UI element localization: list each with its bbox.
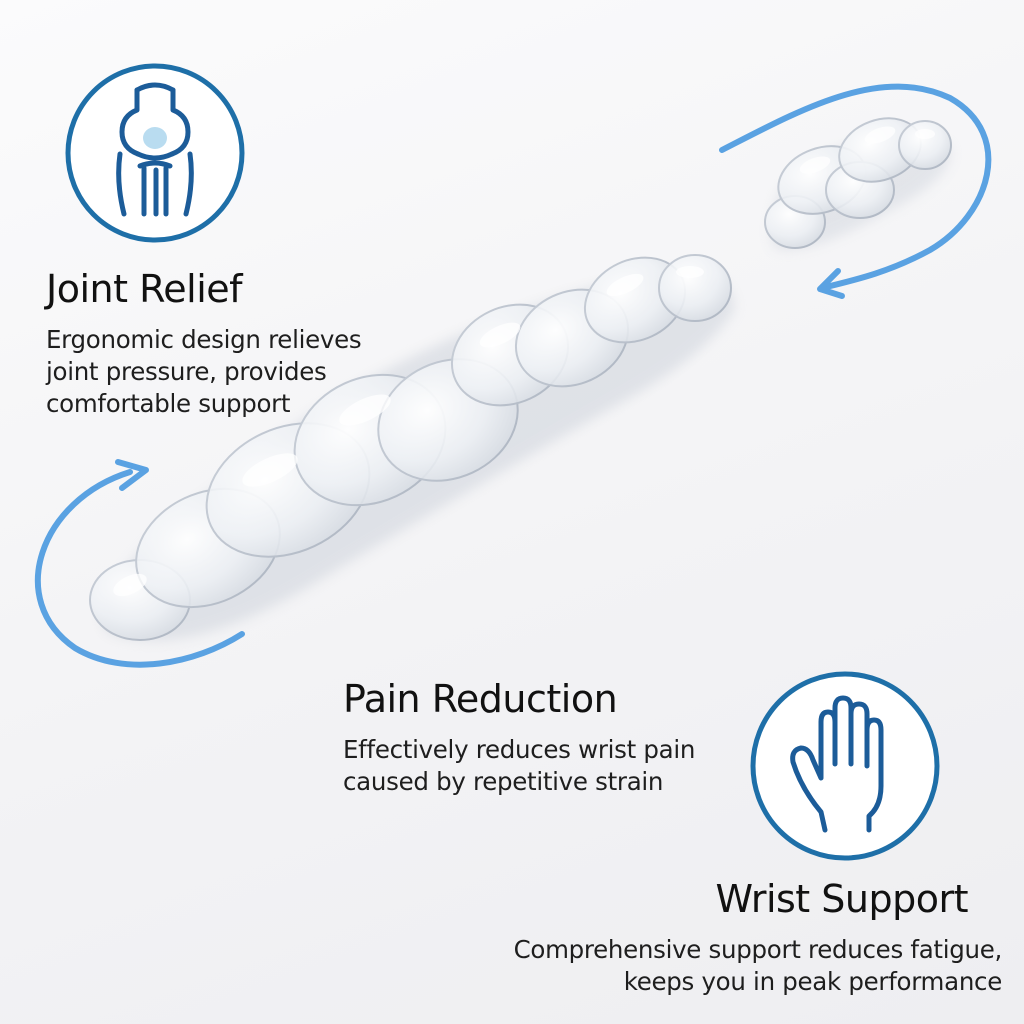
rotation-arrow-right [719,83,992,299]
feature-title: Wrist Support [715,877,968,921]
feature-joint-relief: Joint Relief Ergonomic design relieves j… [46,267,362,421]
feature-pain-reduction: Pain Reduction Effectively reduces wrist… [343,677,695,799]
description-line: comfortable support [46,389,291,419]
feature-description: Comprehensive support reduces fatigue, k… [513,934,1003,999]
knee-joint-icon [65,63,245,243]
rotation-arrow-left [34,459,245,668]
feature-title: Pain Reduction [343,677,618,721]
description-line: Effectively reduces wrist pain [343,734,696,764]
description-line: keeps you in peak performance [623,967,1003,997]
small-gel-pad [764,117,952,250]
description-line: Ergonomic design relieves [46,324,362,354]
hand-icon [750,671,940,861]
description-line: Comprehensive support reduces fatigue, [513,934,1003,964]
feature-description: Ergonomic design relieves joint pressure… [46,324,362,421]
description-line: joint pressure, provides [46,357,327,387]
feature-wrist-support: Wrist Support Comprehensive support redu… [513,877,1003,999]
feature-title: Joint Relief [46,267,243,311]
long-gel-pad [89,254,735,641]
description-line: caused by repetitive strain [343,767,664,797]
feature-description: Effectively reduces wrist pain caused by… [343,734,695,799]
